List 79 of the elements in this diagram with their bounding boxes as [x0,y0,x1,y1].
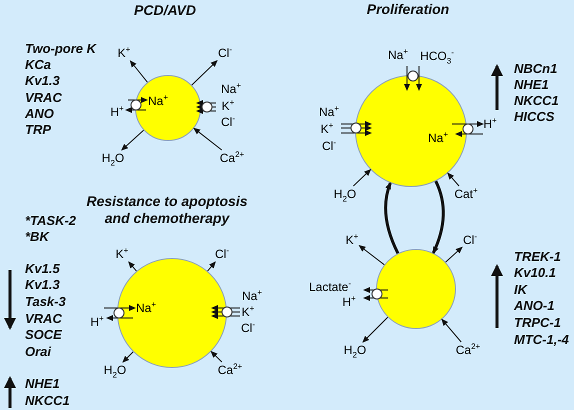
panel-title: Proliferation [366,1,450,18]
arrow [130,60,148,83]
channel-name: TREK-1 [514,250,561,264]
ion-label: H$^{+}$ [90,315,104,329]
ion-label: K$^{+}$ [346,233,358,247]
channel-name: NBCn1 [514,62,558,76]
ion-label: H$_{2}$O [344,343,366,357]
ion-label: K$^{+}$ [116,247,128,261]
ion-label: Na$^{+}$ [428,131,448,145]
ion-label: Cl$^{-}$ [463,233,477,247]
channel-name: Kv1.5 [25,262,60,276]
ion-label: H$^{+}$ [483,117,497,131]
ion-label: H$_{2}$O [334,187,356,201]
panel-title: Resistance to apoptosis and chemotherapy [85,193,249,227]
channel-name: *TASK-2 [25,214,76,228]
arrow [122,351,134,363]
channel-name: ANO-1 [514,299,554,313]
ion-label: Na$^{+}$ [148,94,168,108]
channel-name: Kv10.1 [514,266,556,280]
arrow [447,172,460,186]
ion-label: Na$^{+}$ [221,82,241,96]
ion-label: H$_{2}$O [104,363,126,377]
channel-name: TRPC-1 [514,316,561,330]
channel-name: ANO [25,107,54,121]
channel-name: SOCE [25,328,62,342]
ion-label: K$^{+}$ [242,305,254,319]
arrow [193,128,222,150]
channel-name: VRAC [25,312,62,326]
ion-label: Ca$^{2+}$ [220,151,244,165]
channel-name: HICCS [514,110,554,124]
arrow [441,318,462,342]
channel-name: NHE1 [25,377,60,391]
panel-title: PCD/AVD [133,2,197,19]
curved-arrow [384,182,400,254]
ion-label: Na$^{+}$ [388,48,408,62]
channel-name: TRP [25,123,51,137]
channel-name: KCa [25,58,52,72]
channel-name: Kv1.3 [25,278,60,292]
arrow [210,350,222,362]
ion-label: Lactate$^{-}$ [308,280,352,294]
arrow [362,316,388,343]
ion-label: H$_{2}$O [102,151,124,165]
channel-name: NKCC1 [25,394,70,408]
arrow [207,261,216,272]
channel-name: Orai [25,345,52,359]
channel-name: Kv1.3 [25,74,60,88]
ion-label: Ca$^{2+}$ [456,343,480,357]
arrow [445,246,463,263]
ion-label: H$^{+}$ [342,295,356,309]
arrow [191,60,218,86]
ion-label: Cat$^{+}$ [454,187,478,201]
ion-label: K$^{+}$ [222,99,234,113]
ion-label: K$^{+}$ [118,46,130,60]
channel-name: Two-pore K [25,42,96,56]
arrow [121,130,144,151]
channel-name: MTC-1,-4 [514,333,569,347]
channel-name: IK [514,283,527,297]
ion-label: Na$^{+}$ [319,105,339,119]
ion-label: K$^{+}$ [320,122,334,136]
arrow [352,168,372,186]
channel-name: NHE1 [514,78,549,92]
channel-name: Task-3 [25,295,66,309]
ion-label: Cl$^{-}$ [218,46,232,60]
channel-name: *BK [25,230,49,244]
ion-label: Ca$^{2+}$ [218,363,242,377]
ion-label: Cl$^{-}$ [221,115,235,129]
ion-label: Cl$^{-}$ [241,321,255,335]
curved-arrow [432,180,445,254]
arrow [128,261,137,272]
channel-name: VRAC [25,91,62,105]
ion-label: Na$^{+}$ [242,289,262,303]
arrow [358,245,385,266]
ion-label: Cl$^{-}$ [215,247,229,261]
ion-label: Cl$^{-}$ [322,139,336,153]
cell-circle [376,249,456,329]
channel-name: NKCC1 [514,94,559,108]
cell-circle [135,75,201,141]
ion-label: H$^{+}$ [110,105,124,119]
ion-label: Na$^{+}$ [136,301,156,315]
